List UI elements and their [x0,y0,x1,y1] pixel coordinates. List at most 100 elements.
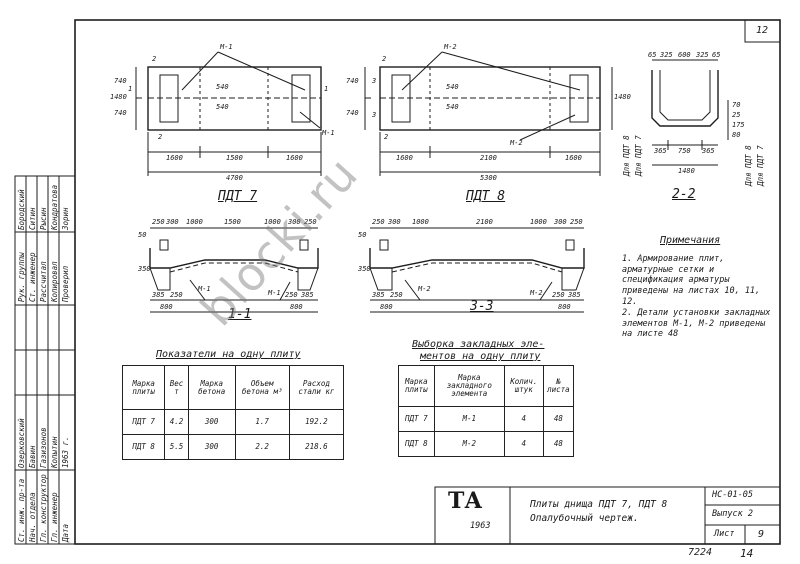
dimension: 4700 [226,174,243,182]
dimension: 800 [290,303,303,311]
embedded-label: М-2 [510,139,523,147]
archive-number: 7224 [688,547,713,558]
dimension: 750 [678,147,691,155]
dimension: 300 [288,218,301,226]
logo: ТА [448,488,483,514]
table-cell: 2.2 [234,434,290,460]
sheet-label: Лист [714,529,735,539]
dimension: 740 [346,109,359,117]
embedded-label: М-2 [530,289,543,297]
drawing-code: НС-01-05 [712,490,753,500]
drawing-title: Плиты днища ПДТ 7, ПДТ 8 [530,499,668,510]
stamp-name: Рысин [39,207,48,230]
section-mark: 1 [324,85,329,93]
dimension: 1000 [186,218,203,226]
dimension: 1600 [166,154,183,162]
variant-label: Для ПДТ 7 [756,145,765,186]
dimension: 1480 [678,167,695,175]
view-title-2-2: 2-2 [672,187,696,202]
dimension: 80 [732,131,741,139]
table-cell: 5.5 [164,434,189,460]
dimension: 300 [166,218,179,226]
variant-label: Для ПДТ 8 [744,145,753,186]
table-cell: ПДТ 8 [398,431,435,457]
stamp-name: Газизонов [39,427,48,468]
indicators-table-title: Показатели на одну плиту [156,349,301,360]
dimension: 250 [570,218,583,226]
view-title-pdt8: ПДТ 8 [466,189,506,204]
stamp-name: 1963 г. [61,436,70,468]
logo-year: 1963 [470,521,491,531]
dimension: 250 [372,218,385,226]
stamp-role: Рук. группы [17,252,26,302]
stamp-name: Зорин [61,207,70,230]
dimension: 365 [702,147,715,155]
embedded-elements-table: Марка плиты Марка закладного элемента Ко… [398,365,575,457]
table-cell: 1.7 [234,409,290,435]
dimension: 350 [138,265,151,273]
dimension: 385 [152,291,165,299]
dimension: 1000 [264,218,281,226]
embedded-label: М-1 [220,43,233,51]
dimension: 1480 [614,93,631,101]
section-mark: 1 [128,85,133,93]
sheet-number: 9 [758,529,765,540]
dimension: 250 [152,218,165,226]
variant-label: Для ПДТ 8 [622,135,631,176]
dimension: 250 [552,291,565,299]
embedded-table-title: ментов на одну плиту [420,351,541,362]
table-cell: 4 [503,431,544,457]
table-row: ПДТ 7 4.2 300 1.7 192.2 [121,409,345,435]
stamp-role: Копировал [50,261,59,302]
table-header: Марка закладного элемента [433,365,505,407]
dimension: 1000 [530,218,547,226]
embedded-label: М-1 [198,285,211,293]
table-cell: 4 [503,406,544,432]
dimension: 1500 [226,154,243,162]
drawing-subtitle: Опалубочный чертеж. [530,513,639,524]
table-row: ПДТ 8 5.5 300 2.2 218.6 [121,434,345,460]
table-header: Колич. штук [503,365,544,407]
archive-page: 14 [740,547,754,560]
dimension: 2100 [476,218,493,226]
stamp-role: Ст. инж. пр-та [17,478,26,542]
embedded-label: М-1 [268,289,281,297]
table-cell: ПДТ 8 [121,434,166,460]
view-title-pdt7: ПДТ 7 [218,189,258,204]
dimension: 365 [654,147,667,155]
table-cell: М-1 [433,406,505,432]
dimension: 540 [446,103,459,111]
dimension: 300 [554,218,567,226]
dimension: 325 [660,51,673,59]
section-mark: 3 [372,77,377,85]
dimension: 250 [390,291,403,299]
table-cell: 4.2 [164,409,189,435]
stamp-role: Гл. конструктор [39,474,48,542]
dimension: 1000 [412,218,429,226]
dimension: 385 [568,291,581,299]
dimension: 740 [346,77,359,85]
dimension: 1600 [286,154,303,162]
dimension: 540 [446,83,459,91]
dimension: 600 [678,51,691,59]
dimension: 50 [358,231,367,239]
dimension: 800 [558,303,571,311]
table-header: Марка плиты [121,365,166,410]
stamp-name: Копытин [50,436,59,468]
dimension: 250 [285,291,298,299]
table-header: Объем бетона м³ [234,365,290,410]
section-mark: 2 [152,55,157,63]
stamp-name: Кондратова [50,184,59,230]
note-item: 2. Детали установки закладных элементов … [622,308,771,340]
dimension: 800 [380,303,393,311]
dimension: 50 [138,231,147,239]
view-title-1-1: 1-1 [228,307,252,322]
dimension: 740 [114,77,127,85]
stamp-role: Ст. инженер [28,252,37,302]
table-row: ПДТ 8 М-2 4 48 [398,431,575,457]
dimension: 1480 [110,93,127,101]
dimension: 1600 [565,154,582,162]
stamp-role: Рассчитал [39,261,48,302]
dimension: 300 [388,218,401,226]
table-header: № листа [542,365,575,407]
